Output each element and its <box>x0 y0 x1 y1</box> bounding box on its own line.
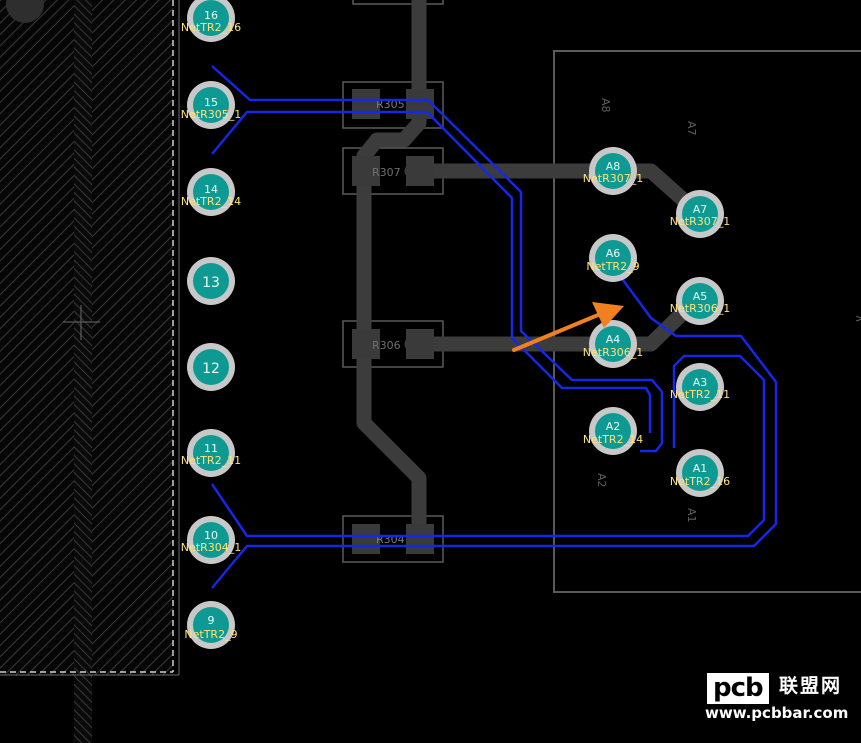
label-r306: R306 <box>372 339 401 352</box>
pad-16[interactable]: 16 NetTR2_16 <box>181 0 241 42</box>
pad-number: A1 <box>693 462 708 475</box>
pad-number: 13 <box>202 275 220 291</box>
connector-body <box>0 0 180 743</box>
svg-text:>: > <box>855 312 861 325</box>
pad-net: NetTR2_9 <box>586 260 639 273</box>
pad-a3[interactable]: A3 NetTR2_11 <box>670 363 730 411</box>
pad-13[interactable]: 13 <box>187 257 235 305</box>
pad-a6[interactable]: A6 NetTR2_9 <box>586 234 640 282</box>
pad-a1[interactable]: A1 NetTR2_16 <box>670 449 730 497</box>
pad-net: NetTR2_14 <box>181 195 241 208</box>
label-r307: R307 <box>372 166 401 179</box>
pad-number: 16 <box>204 9 218 22</box>
pad-number: A5 <box>693 290 708 303</box>
pad-net: NetTR2_16 <box>181 21 241 34</box>
right-pads: A8 NetR307_1 A7 NetR307_1 A6 NetTR2_9 A5… <box>583 147 730 497</box>
pad-net: NetTR2_14 <box>583 433 643 446</box>
pad-a2[interactable]: A2 NetTR2_14 <box>583 407 643 455</box>
pad-net: NetR306_1 <box>583 346 643 359</box>
pad-11[interactable]: 11 NetTR2_11 <box>181 429 241 477</box>
pad-number: 12 <box>202 361 220 377</box>
signal-traces <box>210 65 778 589</box>
pad-number: 14 <box>204 183 218 196</box>
pad-net: NetR307_1 <box>583 172 643 185</box>
pad-15[interactable]: 15 NetR305_1 <box>181 81 241 129</box>
watermark-url: www.pcbbar.com <box>705 704 849 722</box>
watermark-cn: 联盟网 <box>779 675 843 697</box>
pad-12[interactable]: 12 <box>187 343 235 391</box>
pad-10[interactable]: 10 NetR304_1 <box>181 516 241 564</box>
smd-pads <box>352 89 434 554</box>
silk-label-a2: A2 <box>595 473 608 488</box>
pad-net: NetTR2_11 <box>181 454 241 467</box>
watermark: pcb 联盟网 www.pcbbar.com <box>705 673 855 725</box>
left-pads: 16 NetTR2_16 15 NetR305_1 14 NetTR2_14 1… <box>181 0 241 649</box>
pad-number: A6 <box>606 247 621 260</box>
pad-net: NetTR2_9 <box>184 628 237 641</box>
pad-net: NetTR2_16 <box>670 475 730 488</box>
pad-number: A7 <box>693 203 708 216</box>
pad-a4[interactable]: A4 NetR306_1 <box>583 320 643 368</box>
pad-number: 9 <box>208 614 215 627</box>
pad-number: A8 <box>606 160 621 173</box>
pad-net: NetR307_1 <box>670 215 730 228</box>
pad-number: 11 <box>204 442 218 455</box>
silk-label-a8: A8 <box>599 98 612 113</box>
pad-net: NetTR2_11 <box>670 388 730 401</box>
pad-number: A2 <box>606 420 621 433</box>
pad-9[interactable]: 9 NetTR2_9 <box>184 601 238 649</box>
origin-crosshair <box>63 305 100 340</box>
pad-net: NetR304_1 <box>181 541 241 554</box>
watermark-logo: pcb <box>707 673 769 704</box>
pad-number: A4 <box>606 333 621 346</box>
pad-number: A3 <box>693 376 708 389</box>
pad-a7[interactable]: A7 NetR307_1 <box>670 190 730 238</box>
silk-label-a7: A7 <box>685 121 698 136</box>
silk-label-a1: A1 <box>685 508 698 523</box>
pad-a8[interactable]: A8 NetR307_1 <box>583 147 643 195</box>
pad-number: 15 <box>204 96 218 109</box>
annotation-arrow <box>512 302 624 352</box>
pad-a5[interactable]: A5 NetR306_1 <box>670 277 730 325</box>
pad-net: NetR306_1 <box>670 302 730 315</box>
pad-net: NetR305_1 <box>181 108 241 121</box>
pad-14[interactable]: 14 NetTR2_14 <box>181 168 241 216</box>
component-outline-right: A8 A7 A2 A1 > <box>553 50 861 593</box>
pad-number: 10 <box>204 529 218 542</box>
copper-tracks <box>356 0 705 548</box>
